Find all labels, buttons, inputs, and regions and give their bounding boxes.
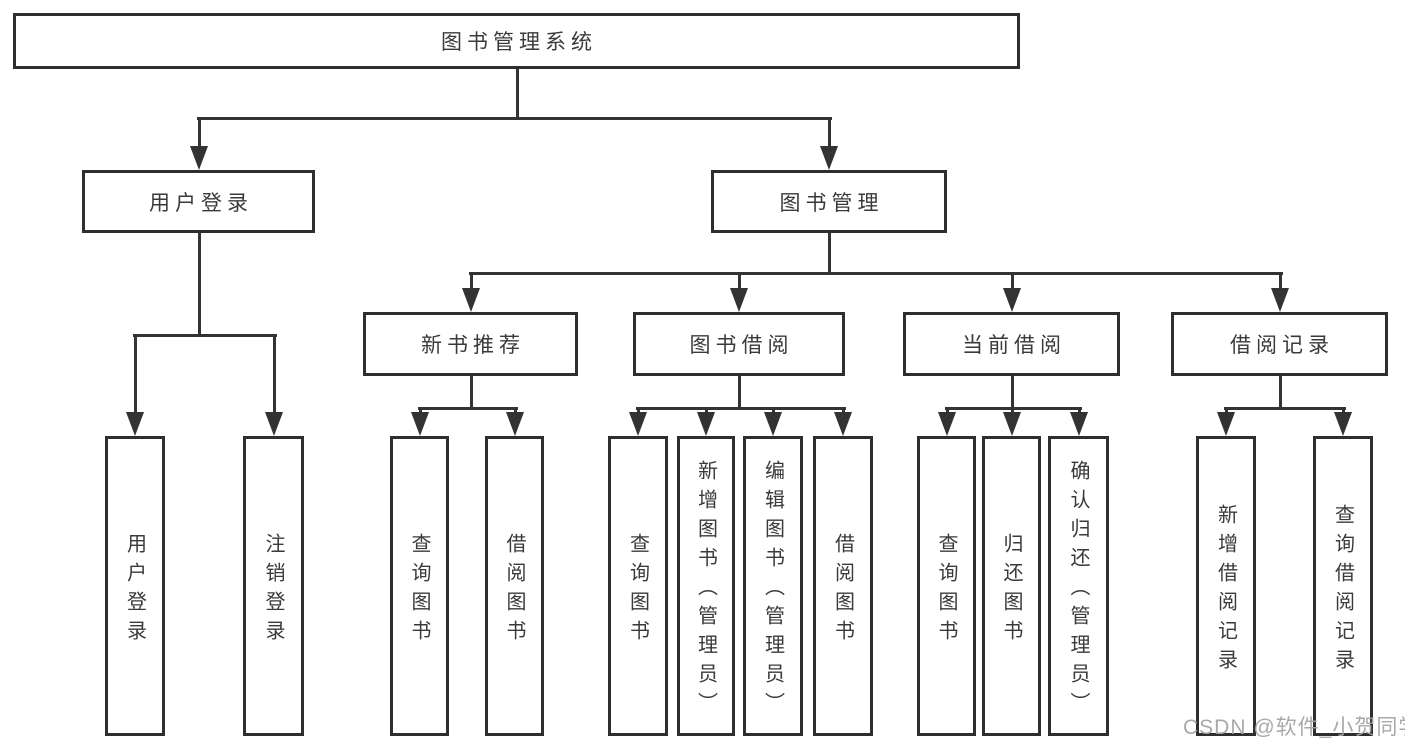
arrow-down-icon — [462, 288, 480, 312]
node-book-management: 图书管理 — [711, 170, 947, 233]
connector-vline — [1011, 376, 1014, 410]
leaf-user-login: 用户登录 — [105, 436, 165, 736]
connector-vline — [1011, 273, 1014, 292]
leaf-label: 借阅图书 — [831, 532, 854, 649]
node-new-book-recommend: 新书推荐 — [363, 312, 578, 376]
arrow-down-icon — [126, 412, 144, 436]
connector-hline — [197, 117, 832, 120]
connector-vline — [1279, 273, 1282, 292]
arrow-down-icon — [730, 288, 748, 312]
arrow-down-icon — [820, 146, 838, 170]
watermark: CSDN @软件_小贺同学 — [1183, 716, 1405, 739]
leaf-label: 查询图书 — [935, 532, 957, 649]
leaf-label: 编辑图书（管理员） — [761, 460, 784, 721]
leaf-label: 查询图书 — [408, 532, 430, 649]
connector-vline — [470, 273, 473, 292]
arrow-down-icon — [1003, 288, 1021, 312]
leaf-add-book-admin: 新增图书（管理员） — [677, 436, 735, 736]
node-borrow-records: 借阅记录 — [1171, 312, 1388, 376]
leaf-label: 注销登录 — [262, 532, 284, 649]
leaf-query-book: 查询图书 — [608, 436, 668, 736]
leaf-label: 查询图书 — [626, 532, 649, 649]
arrow-down-icon — [1271, 288, 1289, 312]
connector-vline — [134, 335, 137, 416]
connector-vline — [1279, 376, 1282, 410]
connector-hline — [1224, 407, 1346, 410]
leaf-query-book-current: 查询图书 — [917, 436, 976, 736]
connector-vline — [738, 376, 741, 410]
leaf-return-book: 归还图书 — [982, 436, 1041, 736]
arrow-down-icon — [265, 412, 283, 436]
connector-vline — [198, 118, 201, 150]
leaf-borrow-book: 借阅图书 — [813, 436, 873, 736]
leaf-label: 确认归还（管理员） — [1067, 460, 1089, 721]
connector-vline — [470, 376, 473, 410]
arrow-down-icon — [1217, 412, 1235, 436]
node-current-borrow: 当前借阅 — [903, 312, 1120, 376]
node-user-login: 用户登录 — [82, 170, 315, 233]
connector-vline — [516, 67, 519, 120]
node-book-borrow: 图书借阅 — [633, 312, 845, 376]
leaf-label: 查询借阅记录 — [1331, 503, 1354, 678]
leaf-add-borrow-record: 新增借阅记录 — [1196, 436, 1256, 736]
arrow-down-icon — [629, 412, 647, 436]
connector-hline — [418, 407, 518, 410]
arrow-down-icon — [938, 412, 956, 436]
connector-vline — [198, 232, 201, 337]
leaf-label: 借阅图书 — [503, 532, 525, 649]
leaf-query-book-recommend: 查询图书 — [390, 436, 449, 736]
connector-vline — [738, 273, 741, 292]
connector-vline — [828, 118, 831, 150]
arrow-down-icon — [190, 146, 208, 170]
arrow-down-icon — [1070, 412, 1088, 436]
leaf-label: 新增借阅记录 — [1214, 503, 1237, 678]
arrow-down-icon — [506, 412, 524, 436]
connector-hline — [945, 407, 1082, 410]
leaf-confirm-return-admin: 确认归还（管理员） — [1048, 436, 1109, 736]
arrow-down-icon — [1003, 412, 1021, 436]
connector-hline — [636, 407, 846, 410]
leaf-edit-book-admin: 编辑图书（管理员） — [743, 436, 803, 736]
arrow-down-icon — [697, 412, 715, 436]
arrow-down-icon — [764, 412, 782, 436]
connector-hline — [469, 272, 1283, 275]
connector-hline — [133, 334, 277, 337]
leaf-label: 新增图书（管理员） — [694, 460, 717, 721]
arrow-down-icon — [1334, 412, 1352, 436]
leaf-query-borrow-record: 查询借阅记录 — [1313, 436, 1373, 736]
leaf-label: 归还图书 — [1000, 532, 1022, 649]
arrow-down-icon — [411, 412, 429, 436]
connector-vline — [273, 335, 276, 416]
arrow-down-icon — [834, 412, 852, 436]
connector-vline — [828, 232, 831, 275]
leaf-borrow-book-recommend: 借阅图书 — [485, 436, 544, 736]
node-library-management-system: 图书管理系统 — [13, 13, 1020, 69]
leaf-logout: 注销登录 — [243, 436, 304, 736]
leaf-label: 用户登录 — [123, 532, 146, 649]
